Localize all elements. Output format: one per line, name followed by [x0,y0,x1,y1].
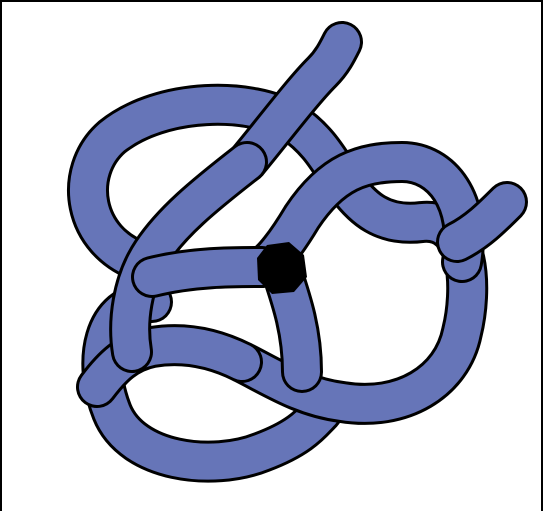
rope-segment[interactable] [152,267,262,277]
